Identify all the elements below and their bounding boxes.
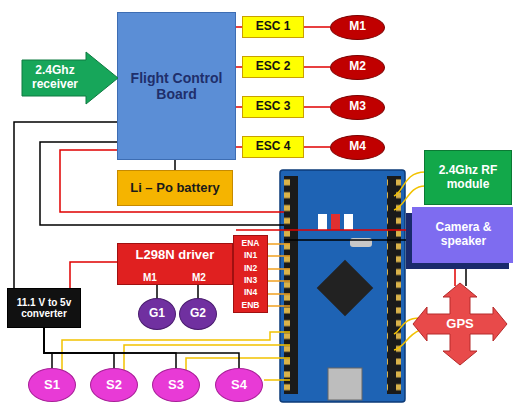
signal-wire: [268, 305, 290, 307]
motor-ellipse: M2: [330, 55, 385, 80]
node-text: M1: [143, 272, 157, 284]
node-text: ENA: [242, 237, 260, 249]
gear-motor-ellipse: G2: [179, 298, 217, 330]
pin-header: [387, 176, 401, 394]
power-wire: [454, 264, 456, 286]
led-component: [331, 214, 340, 230]
node-text: 11.1 V to 5v converter: [12, 297, 76, 320]
servo-circle: S4: [215, 368, 263, 402]
node-text: ESC 1: [256, 20, 291, 34]
wire-connector: [304, 26, 330, 28]
node-text: Flight Control Board: [123, 70, 230, 102]
driver-box: L298N driverM1 M2: [117, 243, 233, 285]
node-text: GPS: [446, 317, 473, 332]
signal-wire: [394, 172, 425, 196]
node-text: G2: [190, 307, 206, 321]
node-text: 2.4Ghz RF module: [430, 164, 506, 192]
node-text: IN1: [244, 249, 257, 261]
esc-box: ESC 2: [242, 56, 304, 78]
node-text: IN3: [244, 274, 257, 286]
node-text: IN4: [244, 286, 257, 298]
wire-connector: [44, 328, 114, 368]
signal-wire: [124, 345, 290, 370]
servo-circle: S1: [28, 368, 76, 402]
wire-connector: [174, 160, 176, 170]
gps-star-shape: [413, 283, 507, 365]
motor-ellipse: M3: [330, 95, 385, 120]
signal-wire: [268, 243, 290, 245]
node-text: Li – Po battery: [130, 181, 220, 196]
motor-ellipse: M4: [330, 135, 385, 160]
node-text: S1: [44, 378, 60, 393]
signal-wire: [268, 255, 290, 257]
node-text: Camera & speaker: [417, 221, 510, 249]
wire-connector: [304, 66, 330, 68]
wire-connector: [44, 328, 52, 368]
node-text: ESC 3: [256, 100, 291, 114]
wire-connector: [304, 106, 330, 108]
arduino-nano-board: [280, 170, 405, 402]
wire-connector: [304, 146, 330, 148]
power-wire: [70, 262, 117, 288]
battery-box: Li – Po battery: [117, 170, 233, 206]
servo-circle: S3: [152, 368, 200, 402]
wire-connector: [44, 328, 176, 368]
node-text: S3: [168, 378, 184, 393]
wire-connector: [197, 285, 199, 298]
node-text: S4: [231, 378, 247, 393]
node-text: G1: [149, 307, 165, 321]
node-text: M4: [349, 140, 366, 154]
node-text: M3: [349, 100, 366, 114]
led-component: [344, 214, 353, 230]
pin-label-box: ENAIN1IN2IN3IN4ENB: [233, 235, 268, 313]
microcontroller-chip: [317, 260, 374, 317]
signal-wire: [264, 379, 290, 381]
node-text: L298N driver: [136, 248, 215, 263]
esc-box: ESC 1: [242, 16, 304, 38]
node-text: ENB: [242, 299, 260, 311]
node-text: ESC 2: [256, 60, 291, 74]
motor-ellipse: M1: [330, 15, 385, 40]
receiver-arrow-shape: [22, 52, 118, 104]
esc-box: ESC 3: [242, 96, 304, 118]
rf-module-box: 2.4Ghz RF module: [424, 150, 512, 205]
converter-box: 11.1 V to 5v converter: [7, 288, 81, 328]
wire-connector: [156, 285, 158, 298]
signal-wire: [268, 280, 290, 282]
camera-box: Camera & speaker: [412, 207, 513, 263]
servo-circle: S2: [90, 368, 138, 402]
signal-wire: [394, 330, 420, 350]
pin-header: [284, 176, 298, 394]
node-text: ESC 4: [256, 140, 291, 154]
ground-wire: [284, 239, 410, 241]
receiver-arrow: 2.4Ghz receiver: [22, 52, 118, 104]
board-outline: [280, 170, 405, 402]
ground-wire: [14, 122, 118, 288]
power-wire: [236, 229, 410, 231]
node-text: 2.4Ghz receiver: [24, 64, 86, 92]
controller-box: Flight Control Board: [117, 12, 236, 160]
node-text: M2: [349, 60, 366, 74]
wire-connector: [44, 328, 239, 368]
node-text: IN2: [244, 262, 257, 274]
usb-port: [328, 368, 362, 400]
node-text: M2: [192, 272, 206, 284]
gear-motor-ellipse: G1: [138, 298, 176, 330]
node-text: M1: [349, 20, 366, 34]
ground-wire: [465, 264, 467, 286]
esc-box: ESC 4: [242, 136, 304, 158]
signal-wire: [268, 268, 290, 270]
node-text: S2: [106, 378, 122, 393]
led-component: [318, 214, 327, 230]
gps-star: GPS: [413, 283, 507, 365]
signal-wire: [268, 293, 290, 295]
